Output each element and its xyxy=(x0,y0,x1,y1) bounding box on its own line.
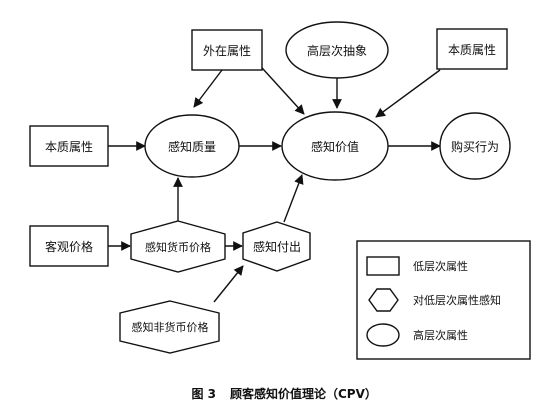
legend-hexagon-swatch xyxy=(368,288,399,312)
node-nonmonetary-price: 感知非货币价格 xyxy=(119,300,220,354)
figure-caption: 图 3 顾客感知价值理论（CPV） xyxy=(191,386,376,401)
legend-rect-label: 低层次属性 xyxy=(413,259,468,273)
node-perceived-quality: 感知质量 xyxy=(144,114,240,178)
figure-number: 图 3 xyxy=(191,387,216,401)
node-abstraction-label: 高层次抽象 xyxy=(307,43,367,58)
legend-ellipse-label: 高层次属性 xyxy=(413,328,468,342)
node-objective-price: 客观价格 xyxy=(29,225,109,267)
node-essence-attr-left: 本质属性 xyxy=(29,125,109,167)
node-sacrifice: 感知付出 xyxy=(242,221,311,272)
edge-nonmonetary-to-sacrifice xyxy=(213,265,244,303)
edge-essence-top-to-value xyxy=(375,69,441,118)
legend-hexagon-label: 对低层次属性感知 xyxy=(413,293,501,307)
node-monetary-price-label: 感知货币价格 xyxy=(145,240,211,254)
node-perceived-quality-label: 感知质量 xyxy=(168,139,216,154)
node-purchase-label: 购买行为 xyxy=(451,139,499,154)
node-essence-attr-top-label: 本质属性 xyxy=(448,43,496,57)
node-essence-attr-top: 本质属性 xyxy=(436,28,508,70)
node-external-attr: 外在属性 xyxy=(191,29,263,71)
node-external-attr-label: 外在属性 xyxy=(203,44,251,58)
node-perceived-value: 感知价值 xyxy=(281,111,389,181)
node-sacrifice-label: 感知付出 xyxy=(253,239,301,254)
node-perceived-value-label: 感知价值 xyxy=(311,139,359,154)
node-monetary-price: 感知货币价格 xyxy=(130,220,226,273)
figure-title: 顾客感知价值理论（CPV） xyxy=(230,386,377,401)
node-abstraction: 高层次抽象 xyxy=(285,21,389,79)
legend-item-hexagon: 对低层次属性感知 xyxy=(368,288,501,312)
legend-ellipse-swatch xyxy=(366,323,400,347)
node-purchase: 购买行为 xyxy=(439,112,511,180)
edge-sacrifice-to-value xyxy=(283,174,304,223)
node-objective-price-label: 客观价格 xyxy=(45,239,93,254)
legend: 低层次属性 对低层次属性感知 高层次属性 xyxy=(356,240,531,360)
legend-rect-swatch xyxy=(366,256,400,276)
legend-item-ellipse: 高层次属性 xyxy=(366,323,468,347)
legend-item-rect: 低层次属性 xyxy=(366,256,468,276)
node-essence-attr-left-label: 本质属性 xyxy=(45,140,93,154)
node-nonmonetary-price-label: 感知非货币价格 xyxy=(132,320,209,334)
edge-external-to-quality xyxy=(193,69,223,108)
